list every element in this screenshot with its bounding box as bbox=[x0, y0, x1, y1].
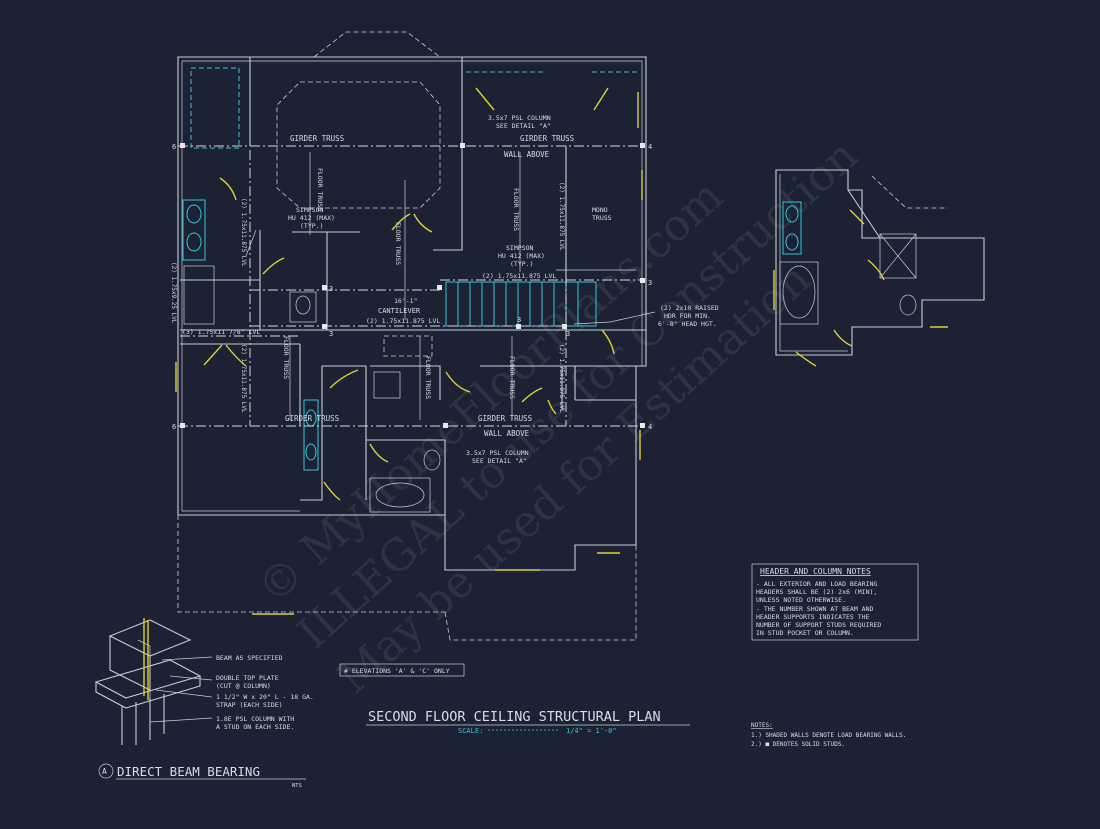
label-wall-above-bottom: WALL ABOVE bbox=[484, 429, 530, 438]
header-notes-line-4: - THE NUMBER SHOWN AT BEAM AND bbox=[756, 605, 873, 613]
label-lvl-vertical-1: (2) 1.75x11.875 LVL bbox=[240, 198, 247, 267]
scale-value: 1/4" = 1'-0" bbox=[566, 727, 617, 735]
grid-4-bottom: 4 bbox=[648, 423, 652, 431]
header-column-notes: HEADER AND COLUMN NOTES - ALL EXTERIOR A… bbox=[751, 563, 919, 641]
detail-scale: NTS bbox=[292, 783, 302, 789]
label-girder-truss-top-right: GIRDER TRUSS bbox=[520, 134, 575, 143]
label-raised-hdr-1: (2) 2x10 RAISED bbox=[660, 304, 719, 312]
grid-6-bottom: 6 bbox=[172, 423, 176, 431]
header-notes-line-3: UNLESS NOTED OTHERWISE. bbox=[756, 596, 846, 604]
label-girder-truss-top-left: GIRDER TRUSS bbox=[290, 134, 345, 143]
vaulted-ceiling-outline bbox=[276, 81, 441, 209]
detail-label-stud: A STUD ON EACH SIDE. bbox=[216, 723, 294, 731]
beams bbox=[178, 145, 646, 427]
scale-label: SCALE: bbox=[458, 727, 483, 735]
notes-line-1: 1.) SHADED WALLS DENOTE LOAD BEARING WAL… bbox=[751, 732, 906, 739]
label-simpson-left-3: (TYP.) bbox=[300, 222, 323, 230]
grid-6-top: 6 bbox=[172, 143, 176, 151]
detail-label-top-plate-cut: (CUT @ COLUMN) bbox=[216, 682, 271, 690]
label-lvl-vertical-2: (2) 1.75x11.875 LVL bbox=[558, 182, 565, 251]
header-notes-line-2: HEADERS SHALL BE (2) 2x6 (MIN), bbox=[756, 588, 877, 596]
label-floor-truss-4: FLOOR TRUSS bbox=[282, 336, 290, 379]
header-notes-line-6: NUMBER OF SUPPORT STUDS REQUIRED bbox=[756, 621, 881, 629]
direct-beam-bearing-detail: BEAM AS SPECIFIED DOUBLE TOP PLATE (CUT … bbox=[94, 618, 314, 789]
label-mono-truss-1: MONO bbox=[592, 206, 608, 214]
label-cantilever-dim: 16'-1" bbox=[394, 297, 417, 305]
label-psl-column-top-2: SEE DETAIL "A" bbox=[496, 122, 551, 130]
label-lvl-vertical-3: (2) 1.75x11.875 LVL bbox=[240, 344, 247, 413]
alternate-elevation-plan bbox=[773, 169, 985, 367]
label-floor-truss-2: FLOOR TRUSS bbox=[512, 188, 520, 231]
plan-title: SECOND FLOOR CEILING STRUCTURAL PLAN bbox=[368, 709, 661, 725]
header-notes-line-1: - ALL EXTERIOR AND LOAD BEARING bbox=[756, 580, 877, 588]
grid-4-top: 4 bbox=[648, 143, 652, 151]
label-simpson-right-3: (TYP.) bbox=[510, 260, 533, 268]
grid-3-right: 3 bbox=[648, 279, 652, 287]
label-simpson-left-2: HU 412 (MAX) bbox=[288, 214, 335, 222]
notes-line-2: 2.) ■ DENOTES SOLID STUDS. bbox=[751, 741, 845, 748]
grid-3-lower: 3 bbox=[329, 330, 333, 338]
header-notes-line-7: IN STUD POCKET OR COLUMN. bbox=[756, 629, 854, 637]
detail-label-beam: BEAM AS SPECIFIED bbox=[216, 654, 283, 662]
grid-3-left: 3 bbox=[329, 285, 333, 293]
label-lvl-upper: (2) 1.75x11.875 LVL bbox=[482, 272, 556, 280]
detail-label-psl-column: 1.8E PSL COLUMN WITH bbox=[216, 715, 294, 723]
label-girder-truss-bottom-right: GIRDER TRUSS bbox=[478, 414, 533, 423]
detail-callout-letter: A bbox=[102, 767, 107, 776]
label-mono-truss-2: TRUSS bbox=[592, 214, 612, 222]
detail-callout-circle bbox=[98, 763, 114, 779]
grid-3-stair: 3 bbox=[517, 316, 521, 324]
label-simpson-right-1: SIMPSON bbox=[506, 244, 533, 252]
label-lvl-short: (3) 1.75x11 7/8" LVL bbox=[182, 328, 260, 336]
plan-title-block: SECOND FLOOR CEILING STRUCTURAL PLAN SCA… bbox=[339, 663, 690, 735]
label-wall-above-top: WALL ABOVE bbox=[504, 150, 550, 159]
header-notes-line-5: HEADER SUPPORTS INDICATES THE bbox=[756, 613, 870, 621]
label-lvl-left: (2) 1.75x9.25 LVL bbox=[170, 262, 177, 324]
detail-title: DIRECT BEAM BEARING bbox=[117, 764, 260, 779]
label-raised-hdr-3: 6'-8" HEAD HGT. bbox=[658, 320, 717, 328]
bay-outline bbox=[313, 31, 441, 58]
label-lvl-vertical-4: (2) 1.75x11.875 LVL bbox=[558, 344, 565, 413]
label-psl-column-bottom-1: 3.5x7 PSL COLUMN bbox=[466, 449, 529, 457]
label-floor-truss-3: FLOOR TRUSS bbox=[394, 222, 402, 265]
label-cantilever: CANTILEVER bbox=[378, 307, 421, 315]
solid-studs bbox=[180, 143, 645, 428]
label-floor-truss-6: FLOOR TRUSS bbox=[508, 356, 516, 399]
lower-dashed-outline bbox=[177, 515, 445, 613]
interior-walls bbox=[180, 57, 646, 515]
detail-label-strap: 1 1/2" W x 20" L - 18 GA. bbox=[216, 693, 314, 701]
label-girder-truss-bottom-left: GIRDER TRUSS bbox=[285, 414, 340, 423]
general-notes: NOTES: 1.) SHADED WALLS DENOTE LOAD BEAR… bbox=[751, 722, 906, 748]
exterior-wall bbox=[177, 56, 647, 571]
doors bbox=[175, 87, 643, 615]
label-simpson-right-2: HU 412 (MAX) bbox=[498, 252, 545, 260]
label-simpson-left-1: SIMPSON bbox=[296, 206, 323, 214]
grid-3-right-lower: 3 bbox=[566, 330, 570, 338]
detail-label-strap-side: STRAP (EACH SIDE) bbox=[216, 701, 283, 709]
main-floor-plan: GIRDER TRUSS GIRDER TRUSS WALL ABOVE GIR… bbox=[170, 31, 719, 641]
closet-shelf bbox=[190, 67, 240, 149]
label-psl-column-top-1: 3.5x7 PSL COLUMN bbox=[488, 114, 551, 122]
label-lvl-lower: (2) 1.75x11.875 LVL bbox=[366, 317, 440, 325]
label-raised-hdr-2: HDR FOR MIN. bbox=[664, 312, 711, 320]
label-psl-column-bottom-2: SEE DETAIL "A" bbox=[472, 457, 527, 465]
bath-fixtures bbox=[182, 199, 441, 513]
elevations-note: # ELEVATIONS 'A' & 'C' ONLY bbox=[344, 667, 450, 675]
truss-arrows bbox=[245, 152, 636, 420]
header-notes-heading: HEADER AND COLUMN NOTES bbox=[760, 567, 871, 576]
notes-heading: NOTES: bbox=[751, 722, 773, 729]
detail-label-top-plate: DOUBLE TOP PLATE bbox=[216, 674, 279, 682]
label-floor-truss-5: FLOOR TRUSS bbox=[424, 356, 432, 399]
label-floor-truss-1: FLOOR TRUSS bbox=[316, 168, 324, 211]
